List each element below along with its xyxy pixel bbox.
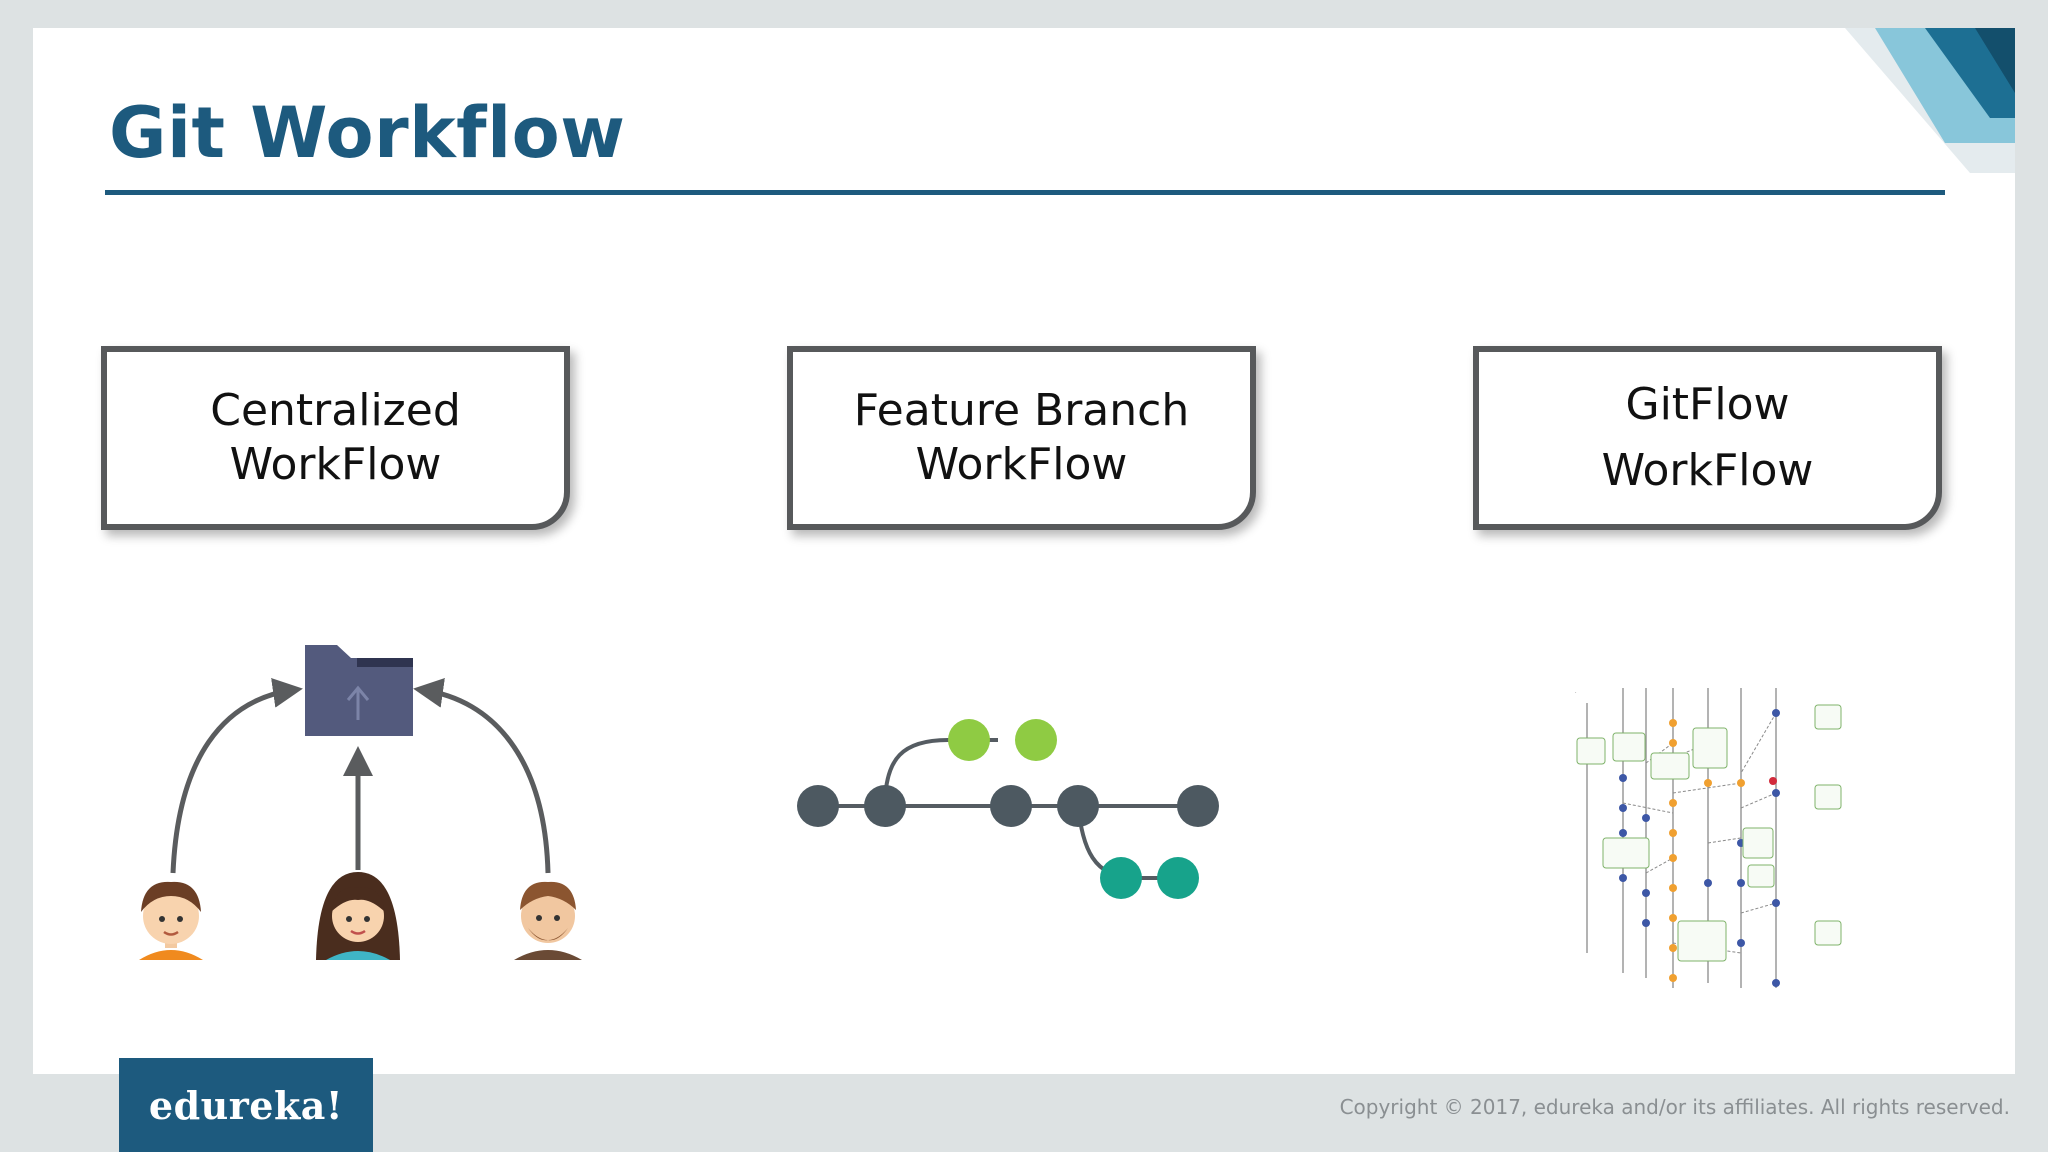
box-label-line2: WorkFlow: [1601, 445, 1814, 496]
centralized-workflow-label: Centralized WorkFlow: [210, 384, 461, 491]
user-avatar-icon: [316, 872, 400, 960]
edureka-logo: edureka!: [119, 1058, 373, 1152]
centralized-workflow-box: Centralized WorkFlow: [101, 346, 570, 530]
title-divider: [105, 190, 1945, 195]
gitflow-workflow-label: GitFlow WorkFlow: [1602, 372, 1814, 504]
upload-arrow-icon: [346, 685, 370, 720]
centralized-illustration: [139, 645, 582, 960]
box-label-line1: Feature Branch: [853, 385, 1190, 437]
feature-branch-workflow-box: Feature Branch WorkFlow: [787, 346, 1256, 530]
box-label-line2: WorkFlow: [915, 439, 1128, 490]
gitflow-workflow-box: GitFlow WorkFlow: [1473, 346, 1942, 530]
user-avatar-icon: [139, 881, 203, 960]
feature-branch-illustration: [797, 719, 1219, 899]
gitflow-illustration: .: [1575, 688, 1842, 988]
slide: Git Workflow Centralized WorkFlow Featur…: [33, 28, 2015, 1074]
svg-text:.: .: [1575, 689, 1577, 695]
box-label-line1: GitFlow: [1625, 379, 1790, 430]
user-avatar-icon: [514, 881, 582, 960]
corner-decoration: [1845, 28, 2015, 173]
feature-branch-workflow-label: Feature Branch WorkFlow: [854, 384, 1189, 491]
copyright-text: Copyright © 2017, edureka and/or its aff…: [1339, 1095, 2010, 1119]
page-title: Git Workflow: [109, 92, 626, 174]
repository-folder-icon: [305, 645, 413, 736]
box-label-line2: WorkFlow: [229, 439, 442, 490]
box-label-line1: Centralized: [210, 385, 461, 437]
